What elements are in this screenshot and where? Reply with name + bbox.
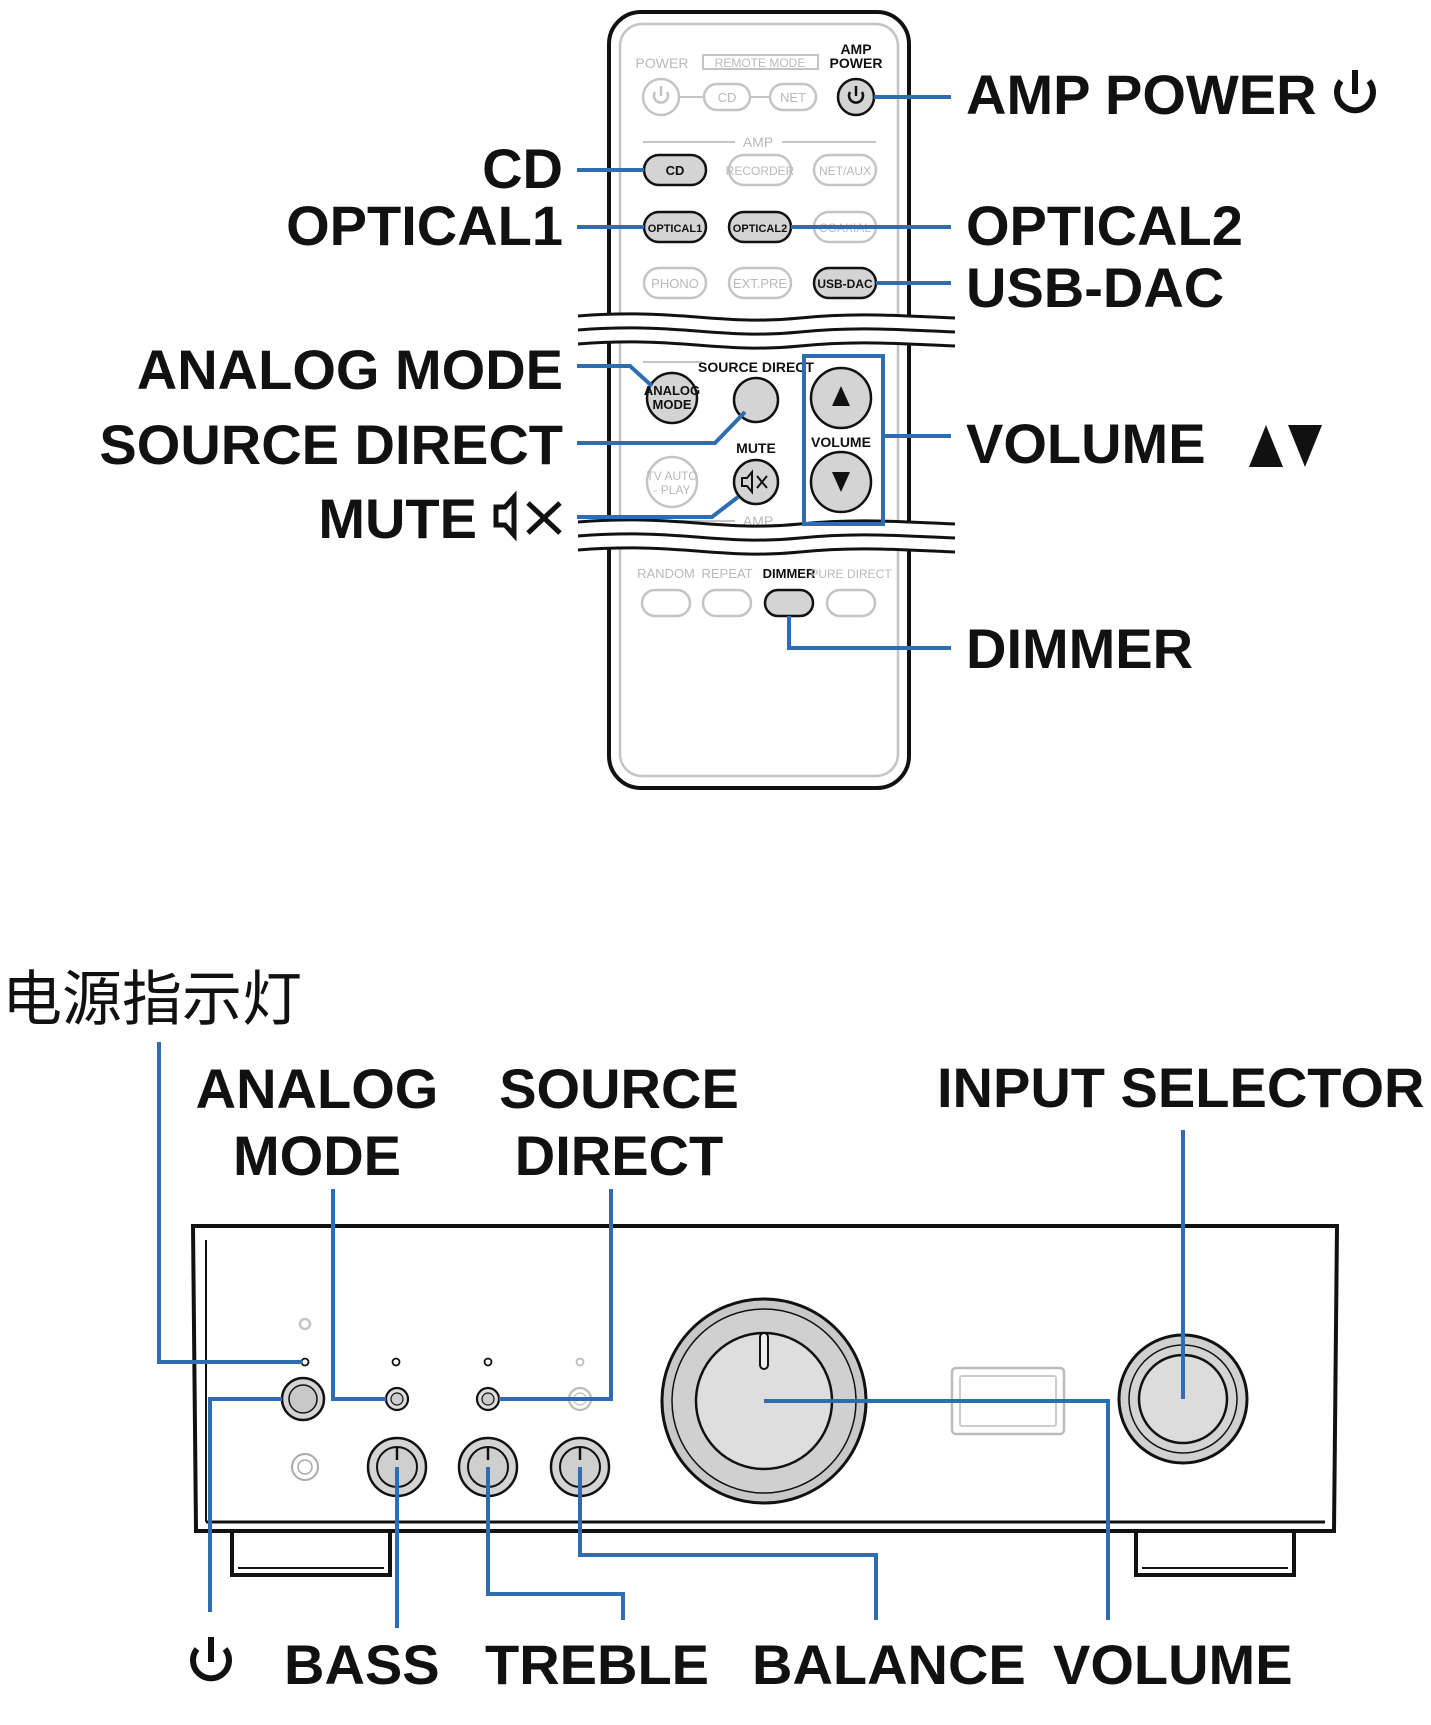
source-direct-led [483, 1357, 493, 1367]
volume-panel-callout: VOLUME [1053, 1633, 1293, 1696]
svg-text:NET/AUX: NET/AUX [819, 164, 871, 178]
svg-text:CD: CD [666, 163, 685, 178]
remote-ext-pre-button[interactable]: EXT.PRE [727, 266, 793, 300]
remote-volume-label: VOLUME [811, 434, 871, 450]
svg-text:PHONO: PHONO [651, 276, 699, 291]
treble-callout: TREBLE [485, 1633, 709, 1696]
remote-control: POWER REMOTE MODE AMP POWER CD NET [577, 10, 956, 790]
remote-break-top [577, 312, 956, 350]
amp-section-label: AMP [743, 134, 773, 150]
remote-volume-down-button[interactable] [809, 450, 873, 514]
remote-callout-labels: AMP POWER CD OPTICAL1 OPTICAL2 USB-DAC A… [99, 63, 1376, 680]
remote-net-aux-button[interactable]: NET/AUX [812, 153, 878, 187]
balance-callout: BALANCE [752, 1633, 1026, 1696]
remote-optical1-button[interactable]: OPTICAL1 [642, 210, 708, 244]
led-top [298, 1317, 312, 1331]
panel-callout-lines [157, 1042, 1185, 1628]
svg-text:OPTICAL1: OPTICAL1 [648, 223, 702, 235]
input-selector-callout: INPUT SELECTOR [937, 1056, 1424, 1119]
remote-usb-dac-button[interactable]: USB-DAC [812, 266, 878, 300]
power-indicator-led [300, 1357, 310, 1367]
svg-text:OPTICAL2: OPTICAL2 [733, 223, 787, 235]
svg-text:EXT.PRE: EXT.PRE [733, 276, 788, 291]
panel-analog-mode-button[interactable] [384, 1386, 410, 1412]
source-direct-callout: SOURCE DIRECT [99, 413, 563, 476]
optical2-callout: OPTICAL2 [966, 194, 1243, 257]
power-indicator-callout: 电源指示灯 [2, 965, 302, 1035]
remote-pure-direct-label: PURE DIRECT [810, 567, 892, 581]
remote-mode-label: REMOTE MODE [715, 56, 806, 70]
mute-callout: MUTE [318, 487, 477, 550]
dimmer-callout: DIMMER [966, 617, 1193, 680]
remote-mode-net-button[interactable]: NET [768, 82, 818, 112]
amp-power-button[interactable] [836, 77, 876, 117]
svg-text:CD: CD [718, 90, 737, 105]
remote-callout-lines [577, 95, 951, 650]
amp-power-small-label-1: AMP [840, 41, 871, 57]
panel-power-button[interactable] [280, 1376, 326, 1422]
triangle-down-icon [832, 472, 850, 492]
remote-mode-cd-button[interactable]: CD [702, 82, 752, 112]
svg-text:USB-DAC: USB-DAC [817, 277, 873, 291]
remote-dimmer-label: DIMMER [763, 566, 816, 581]
source-direct-callout-line1: SOURCE [499, 1057, 739, 1120]
remote-random-label: RANDOM [637, 566, 695, 581]
svg-text:- PLAY: - PLAY [653, 483, 690, 497]
volume-up-down-icon [1249, 425, 1322, 467]
mute-icon [493, 490, 562, 542]
svg-text:RECORDER: RECORDER [726, 164, 795, 178]
headphone-jack [291, 1453, 319, 1481]
amp-power-small-label-2: POWER [830, 55, 883, 71]
remote-mute-button[interactable] [732, 458, 780, 506]
remote-power-button[interactable] [641, 77, 681, 117]
svg-text:ANALOG: ANALOG [644, 383, 700, 398]
remote-repeat-label: REPEAT [701, 566, 752, 581]
remote-source-direct-button[interactable] [732, 376, 780, 424]
power-icon [652, 86, 670, 104]
cd-callout: CD [482, 137, 563, 200]
remote-recorder-button[interactable]: RECORDER [726, 153, 795, 187]
remote-dimmer-button[interactable] [763, 588, 815, 618]
remote-tv-auto-play-button[interactable]: TV AUTO - PLAY [645, 455, 699, 509]
remote-volume-up-button[interactable] [809, 366, 873, 430]
left-foot [230, 1530, 392, 1577]
analog-mode-callout-line1: ANALOG [196, 1057, 439, 1120]
usb-dac-callout: USB-DAC [966, 256, 1224, 319]
analog-mode-callout: ANALOG MODE [137, 338, 563, 401]
remote-optical2-button[interactable]: OPTICAL2 [727, 210, 793, 244]
remote-cd-button[interactable]: CD [642, 153, 708, 187]
remote-random-button[interactable] [640, 588, 692, 618]
power-icon [1334, 70, 1376, 114]
volume-callout: VOLUME [966, 412, 1206, 475]
right-foot [1134, 1530, 1296, 1577]
remote-pure-direct-button[interactable] [825, 588, 877, 618]
power-icon [847, 86, 865, 104]
triangle-up-icon [832, 386, 850, 406]
svg-text:NET: NET [780, 90, 806, 105]
svg-text:TV AUTO: TV AUTO [646, 469, 697, 483]
remote-phono-button[interactable]: PHONO [642, 266, 708, 300]
remote-source-direct-label: SOURCE DIRECT [698, 359, 814, 375]
remote-mode-frame [702, 54, 819, 70]
power-icon [190, 1637, 232, 1682]
bass-callout: BASS [284, 1633, 440, 1696]
panel-source-direct-button[interactable] [475, 1386, 501, 1412]
source-direct-callout-line2: DIRECT [515, 1124, 723, 1187]
remote-analog-mode-button[interactable]: ANALOG MODE [644, 371, 700, 425]
remote-power-label: POWER [636, 55, 689, 71]
analog-mode-led [391, 1357, 401, 1367]
panel-callout-labels: 电源指示灯 ANALOG MODE SOURCE DIRECT INPUT SE… [2, 965, 1424, 1696]
led-faint [575, 1357, 585, 1367]
optical1-callout: OPTICAL1 [286, 194, 563, 257]
analog-mode-callout-line2: MODE [233, 1124, 401, 1187]
amp-power-callout: AMP POWER [966, 63, 1317, 126]
remote-repeat-button[interactable] [701, 588, 753, 618]
remote-break-bottom [577, 518, 956, 556]
svg-text:MODE: MODE [653, 397, 692, 412]
remote-mute-label: MUTE [736, 440, 776, 456]
mute-icon [741, 469, 768, 495]
